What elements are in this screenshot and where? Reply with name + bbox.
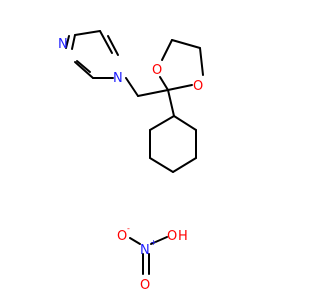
atom-nitrate-o-minus: O (117, 229, 127, 244)
atom-nitrate-o-bottom: O (140, 278, 150, 293)
atom-imidazole-n1: N (113, 71, 123, 86)
nitric-acid (129, 236, 168, 275)
dioxolane-ring (159, 39, 204, 91)
structure-diagram: N N O O O - N + O H O (58, 30, 204, 293)
atom-dioxolane-o-top: O (152, 63, 162, 78)
cyclohexane-ring (149, 89, 197, 173)
imidazole-ring (65, 30, 119, 79)
atom-nitrate-oh-o: O (167, 229, 177, 244)
methylene-bond (125, 77, 139, 97)
atom-nitrate-oh-h: H (178, 229, 188, 244)
methylene-bond-2 (137, 89, 169, 97)
charge-nitrate-o-minus: - (127, 224, 130, 233)
atom-nitrate-n: N (140, 243, 150, 258)
atom-imidazole-n3: N (58, 37, 68, 52)
charge-nitrate-n: + (150, 238, 157, 247)
atom-dioxolane-o-right: O (193, 79, 203, 94)
